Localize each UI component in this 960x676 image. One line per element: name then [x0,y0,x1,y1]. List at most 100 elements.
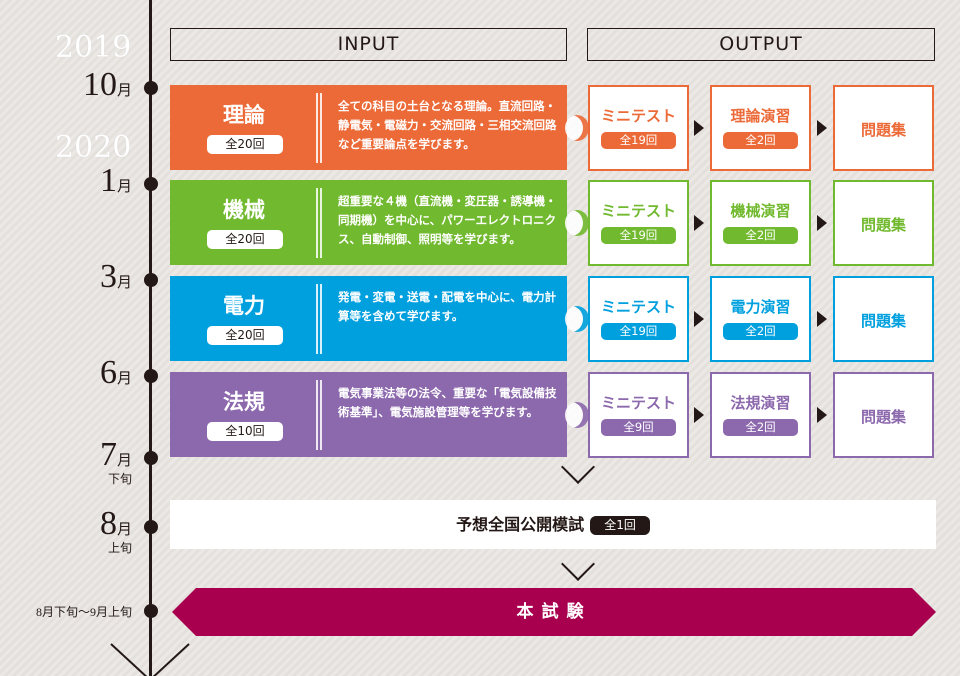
problem-book-box: 問題集 [833,372,934,458]
arrow-right-icon [817,215,827,231]
final-date-label: 8月下旬～9月上旬 [35,605,132,619]
lesson-count-badge: 全20回 [207,135,283,154]
timeline-dot [143,81,158,95]
practice-count: 全2回 [723,227,798,244]
mock-exam-label: 予想全国公開模試 [456,515,585,534]
divider [316,188,322,258]
arrow-right-icon [694,407,704,423]
arrow-right-icon [694,215,704,231]
month-number: 1 [99,162,117,199]
mini-test-label: ミニテスト [600,298,676,316]
month-unit: 月 [116,453,132,469]
subject-1-input: 機械 全20回 超重要な４機（直流機・変圧器・誘導機・同期機）を中心に、パワーエ… [170,180,567,265]
final-exam-banner: 本試験 [172,588,936,636]
month-label: 10月 [83,66,132,104]
mini-test-label: ミニテスト [600,202,676,220]
output-header: OUTPUT [587,28,935,61]
practice-count: 全2回 [723,323,798,340]
month-number: 8 [99,505,117,542]
year-2019: 2019 [55,30,132,65]
subject-name: 電力 [223,294,265,318]
month-number: 6 [99,354,117,391]
divider [316,380,322,450]
subject-description: 全ての科目の土台となる理論。直流回路・静電気・電磁力・交流回路・三相交流回路など… [338,99,557,151]
problem-book-box: 問題集 [833,276,934,362]
practice-count: 全2回 [723,419,798,436]
mini-test-box: ミニテスト 全19回 [588,276,689,362]
arrow-right-icon [817,120,827,136]
subject-description: 超重要な４機（直流機・変圧器・誘導機・同期機）を中心に、パワーエレクトロニクス、… [338,194,557,246]
arrow-right-icon [817,311,827,327]
month-number: 10 [82,66,117,103]
month-sub-label: 下旬 [107,472,132,486]
mini-test-count: 全9回 [601,419,676,436]
month-label: 3月 [100,258,132,296]
mini-test-box: ミニテスト 全19回 [588,180,689,266]
subject-description: 発電・変電・送電・配電を中心に、電力計算等を含めて学びます。 [338,290,557,323]
month-number: 7 [99,436,117,473]
month-sub-label: 上旬 [107,541,132,555]
month-unit: 月 [116,83,132,99]
lesson-count-badge: 全10回 [207,422,283,441]
arrow-right-icon [694,311,704,327]
divider [316,93,322,163]
mini-test-label: ミニテスト [600,107,676,125]
mini-test-label: ミニテスト [600,394,676,412]
month-unit: 月 [116,275,132,291]
month-label: 7月 [100,436,132,474]
input-header: INPUT [170,28,567,61]
month-unit: 月 [116,371,132,387]
practice-label: 機械演習 [730,202,791,220]
divider [316,284,322,354]
month-label: 1月 [100,162,132,200]
problem-book-label: 問題集 [860,312,906,330]
subject-2-input: 電力 全20回 発電・変電・送電・配電を中心に、電力計算等を含めて学びます。 [170,276,567,361]
chevron-down-icon [561,547,595,581]
practice-label: 法規演習 [730,394,791,412]
timeline-line [149,0,152,676]
timeline-dot [143,451,158,465]
practice-box: 電力演習 全2回 [710,276,811,362]
problem-book-label: 問題集 [860,216,906,234]
subject-3-input: 法規 全10回 電気事業法等の法令、重要な「電気設備技術基準」、電気施設管理等を… [170,372,567,457]
problem-book-box: 問題集 [833,180,934,266]
subject-0-input: 理論 全20回 全ての科目の土台となる理論。直流回路・静電気・電磁力・交流回路・… [170,85,567,170]
practice-label: 電力演習 [730,298,791,316]
lesson-count-badge: 全20回 [207,230,283,249]
year-2020: 2020 [55,130,132,165]
mock-exam-count-badge: 全1回 [590,516,650,535]
month-unit: 月 [116,522,132,538]
timeline-dot [143,604,158,618]
mini-test-count: 全19回 [601,323,676,340]
practice-box: 法規演習 全2回 [710,372,811,458]
mini-test-box: ミニテスト 全19回 [588,85,689,171]
problem-book-label: 問題集 [860,408,906,426]
mini-test-count: 全19回 [601,227,676,244]
subject-name: 法規 [223,390,265,414]
mock-exam-bar: 予想全国公開模試全1回 [170,500,936,549]
mini-test-count: 全19回 [601,132,676,149]
month-label: 8月 [100,505,132,543]
subject-name: 機械 [223,198,265,222]
timeline-dot [143,177,158,191]
timeline-dot [143,369,158,383]
timeline-dot [143,520,158,534]
practice-box: 機械演習 全2回 [710,180,811,266]
subject-description: 電気事業法等の法令、重要な「電気設備技術基準」、電気施設管理等を学びます。 [338,386,557,419]
month-unit: 月 [116,179,132,195]
month-number: 3 [99,258,117,295]
mini-test-box: ミニテスト 全9回 [588,372,689,458]
arrow-right-icon [817,407,827,423]
practice-box: 理論演習 全2回 [710,85,811,171]
cycle-arrow-icon [565,210,589,236]
arrow-right-icon [694,120,704,136]
problem-book-label: 問題集 [860,121,906,139]
timeline-dot [143,273,158,287]
cycle-arrow-icon [565,402,589,428]
lesson-count-badge: 全20回 [207,326,283,345]
practice-count: 全2回 [723,132,798,149]
practice-label: 理論演習 [730,107,791,125]
subject-name: 理論 [223,103,265,127]
timeline-continue-icon [110,643,190,676]
cycle-arrow-icon [565,115,589,141]
